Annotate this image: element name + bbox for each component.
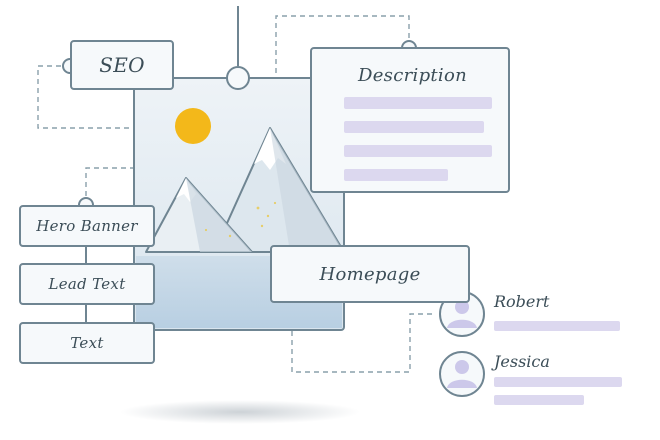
user-icon [455, 300, 469, 314]
sun-icon [175, 108, 211, 144]
hero-banner-box: Hero Banner [19, 205, 155, 247]
person-name-jessica: Jessica [494, 352, 550, 371]
placeholder-line [494, 395, 584, 405]
user-icon [455, 360, 469, 374]
text-label: Text [70, 334, 104, 352]
homepage-box: Homepage [270, 245, 470, 303]
lead-text-label: Lead Text [48, 275, 126, 293]
hero-banner-label: Hero Banner [36, 217, 138, 235]
person-name-robert: Robert [494, 292, 550, 311]
seo-box: SEO [70, 40, 174, 90]
placeholder-line [344, 145, 492, 157]
seo-label: SEO [99, 53, 145, 77]
description-box: Description [310, 47, 510, 193]
connector-node [226, 66, 250, 90]
description-label: Description [358, 65, 468, 86]
placeholder-line [344, 169, 448, 181]
placeholder-line [344, 121, 484, 133]
placeholder-line [494, 377, 622, 387]
text-box: Text [19, 322, 155, 364]
connector-lines [37, 15, 436, 373]
ground-shadow [120, 400, 360, 424]
placeholder-line [494, 321, 620, 331]
avatar [439, 351, 485, 397]
placeholder-line [344, 97, 492, 109]
lead-text-box: Lead Text [19, 263, 155, 305]
homepage-label: Homepage [319, 263, 421, 285]
